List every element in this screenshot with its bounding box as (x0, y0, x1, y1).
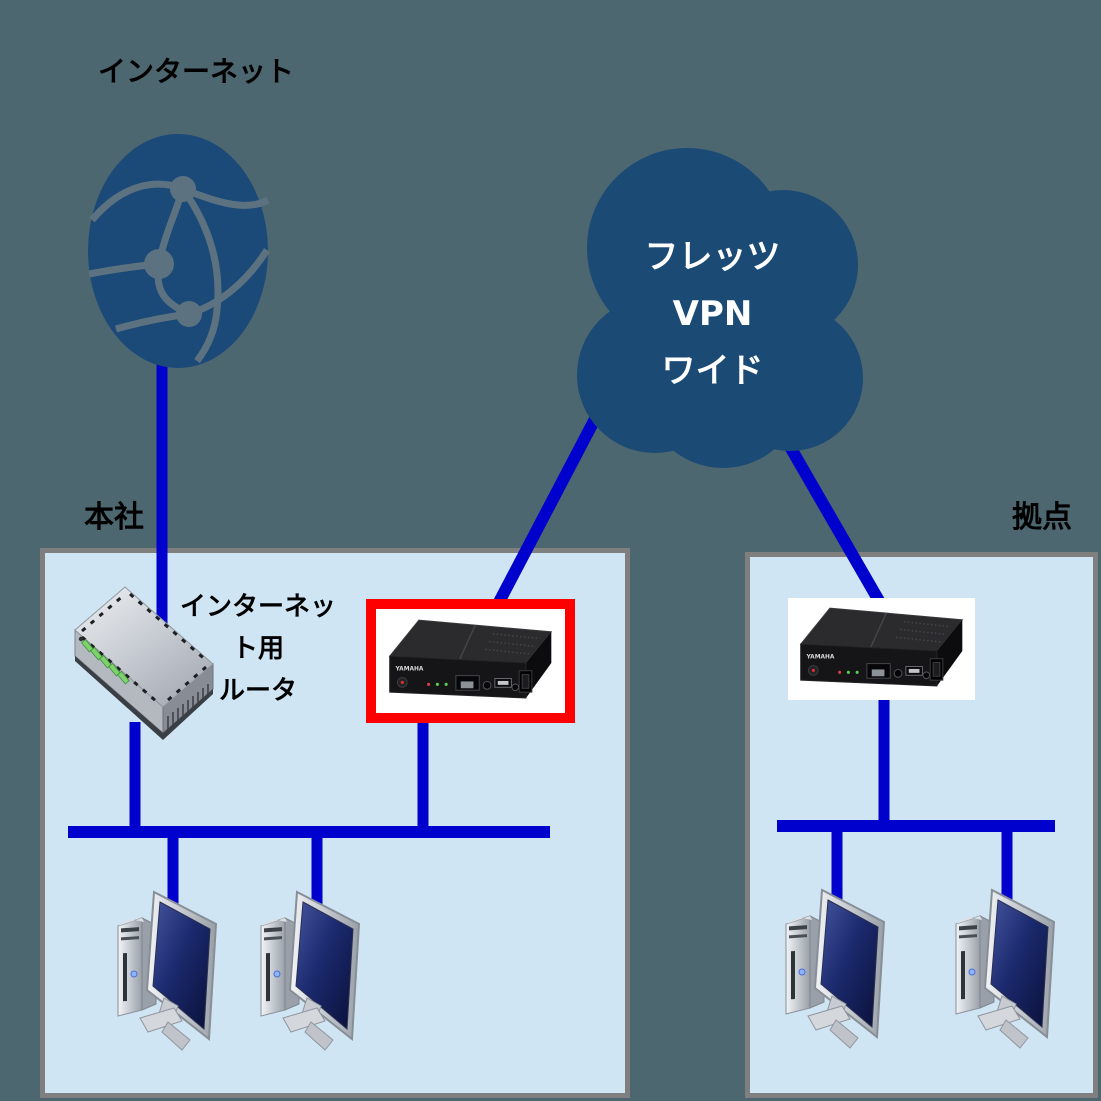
vpn-cloud-label: フレッツ VPN ワイド (600, 229, 825, 400)
link-cloud-to-hq-vpn-router (491, 393, 613, 609)
branch-pc1-icon (780, 880, 892, 1058)
cloud-line-3: ワイド (661, 351, 764, 391)
internet-router-icon (74, 586, 214, 740)
internet-globe-icon (88, 134, 270, 368)
hq-label: 本社 (84, 500, 144, 535)
branch-label: 拠点 (1012, 500, 1072, 535)
cloud-line-2: VPN (672, 294, 753, 334)
internet-router-label: インターネット用 ルータ (168, 586, 348, 712)
hq-vpn-router-highlight-frame (366, 599, 575, 723)
hq-vpn-router-icon (378, 612, 563, 710)
cloud-line-1: フレッツ (644, 237, 781, 277)
branch-vpn-router-panel (788, 598, 975, 700)
internet-router-label-line2: ルータ (218, 676, 297, 706)
internet-label: インターネット (98, 55, 295, 88)
hq-pc1-icon (112, 882, 224, 1060)
branch-pc2-icon (950, 880, 1062, 1058)
internet-router-label-line1: インターネット用 (179, 592, 336, 664)
hq-pc2-icon (255, 882, 367, 1060)
branch-vpn-router-icon (789, 600, 974, 698)
vpn-cloud-icon (577, 148, 863, 468)
